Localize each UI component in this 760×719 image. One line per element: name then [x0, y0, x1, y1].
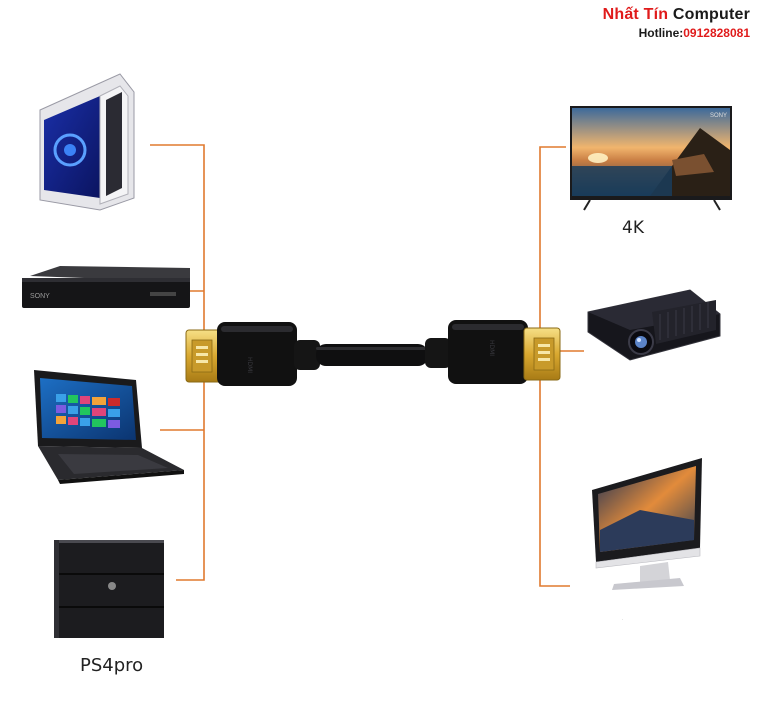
- hotline-label: Hotline:: [638, 26, 684, 40]
- brand-name-part2: Computer: [672, 6, 750, 23]
- svg-text:HDMI: HDMI: [246, 357, 253, 373]
- brand-name: Nhất Tín Computer: [603, 6, 750, 24]
- laptop-icon: [34, 370, 184, 484]
- 4k-tv-icon: SONY: [570, 106, 732, 211]
- tv-caption: 4K: [622, 218, 644, 238]
- svg-text:HDMI: HDMI: [488, 340, 495, 356]
- ps4-caption: PS4pro: [80, 655, 144, 676]
- all-in-one-monitor-icon: [592, 458, 702, 590]
- brand-name-part1: Nhất Tín: [602, 6, 669, 23]
- hdmi-cable-icon: HDMI HDMI: [185, 320, 561, 386]
- tv-brand-label: SONY: [710, 113, 727, 119]
- brand-header: Nhất Tín Computer Hotline:0912828081: [603, 6, 750, 40]
- svg-text:.: .: [622, 616, 623, 621]
- ps4-pro-console-icon: [54, 540, 164, 638]
- player-brand-label: SONY: [30, 293, 50, 300]
- desktop-pc-icon: [39, 73, 135, 211]
- hotline-number: 0912828081: [683, 26, 750, 40]
- hotline: Hotline:0912828081: [603, 26, 750, 40]
- blu-ray-player-icon: SONY: [22, 266, 190, 308]
- projector-icon: [587, 289, 721, 361]
